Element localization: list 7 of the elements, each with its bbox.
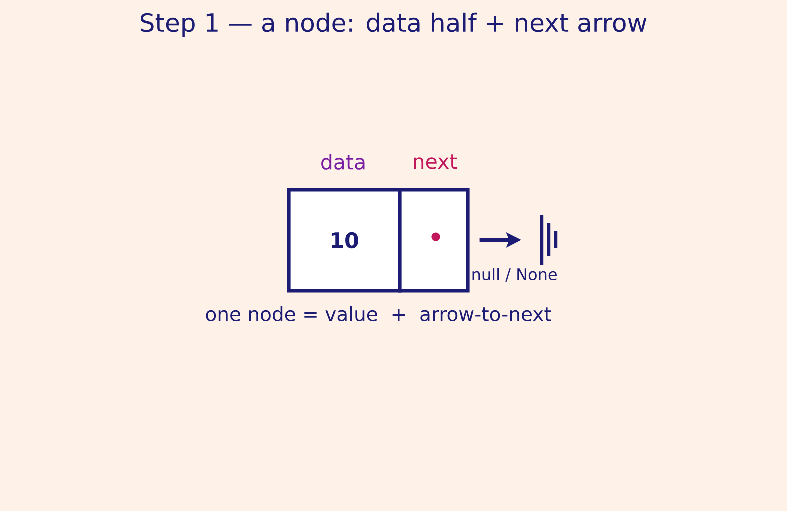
caption: one node = value + arrow-to-next xyxy=(206,306,552,322)
data-cell: 10 xyxy=(287,188,402,293)
field-label: data xyxy=(322,154,365,170)
title: Step 1 — a node: data half + next arrow xyxy=(141,12,647,38)
null-label: null / None xyxy=(472,268,557,282)
ground-symbol xyxy=(540,213,558,267)
field-label: next xyxy=(414,154,458,170)
